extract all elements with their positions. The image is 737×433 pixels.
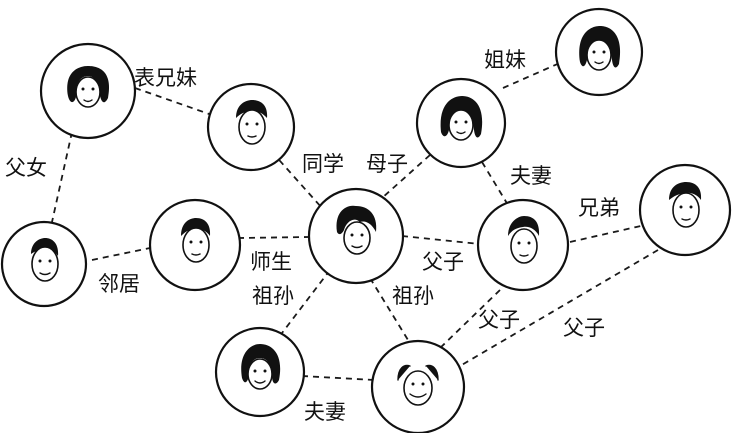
label-father-daughter: 父女 (5, 158, 47, 179)
node-boy-cousin (208, 84, 294, 170)
node-girl-sister (556, 9, 642, 95)
node-girl-topleft (41, 44, 135, 138)
node-grandfather (372, 341, 464, 433)
edge-teacher-student (238, 237, 310, 238)
label-spouses-top: 夫妻 (510, 166, 552, 187)
label-classmates: 同学 (302, 154, 344, 175)
edge-spouses-bottom (302, 376, 374, 380)
edge-cousins (135, 88, 212, 115)
node-grandmother (216, 328, 304, 416)
label-father-son-center: 父子 (422, 252, 464, 273)
label-neighbors: 邻居 (98, 274, 140, 295)
label-sisters: 姐妹 (484, 50, 526, 71)
label-teacher-student: 师生 (250, 252, 292, 273)
label-cousins: 表兄妹 (134, 68, 197, 89)
edge-father-daughter (52, 132, 72, 222)
label-brothers: 兄弟 (578, 198, 620, 219)
label-grandparent-left: 祖孙 (252, 286, 294, 307)
edge-father-son-center (402, 236, 480, 244)
edge-brothers (570, 225, 645, 242)
label-father-son-lower: 父子 (478, 310, 520, 331)
node-woman-mother (417, 79, 505, 167)
label-spouses-bottom: 夫妻 (304, 402, 346, 423)
label-grandparent-right: 祖孙 (392, 286, 434, 307)
edge-neighbors (92, 248, 150, 260)
node-man-teacher (150, 200, 240, 290)
node-man-brother (640, 165, 730, 255)
node-man-neighbor (2, 222, 86, 306)
edge-spouses-top (482, 162, 508, 205)
label-mother-son: 母子 (366, 154, 408, 175)
label-father-son-far: 父子 (563, 318, 605, 339)
node-man-husband (478, 200, 568, 290)
node-boy-center (309, 189, 403, 283)
